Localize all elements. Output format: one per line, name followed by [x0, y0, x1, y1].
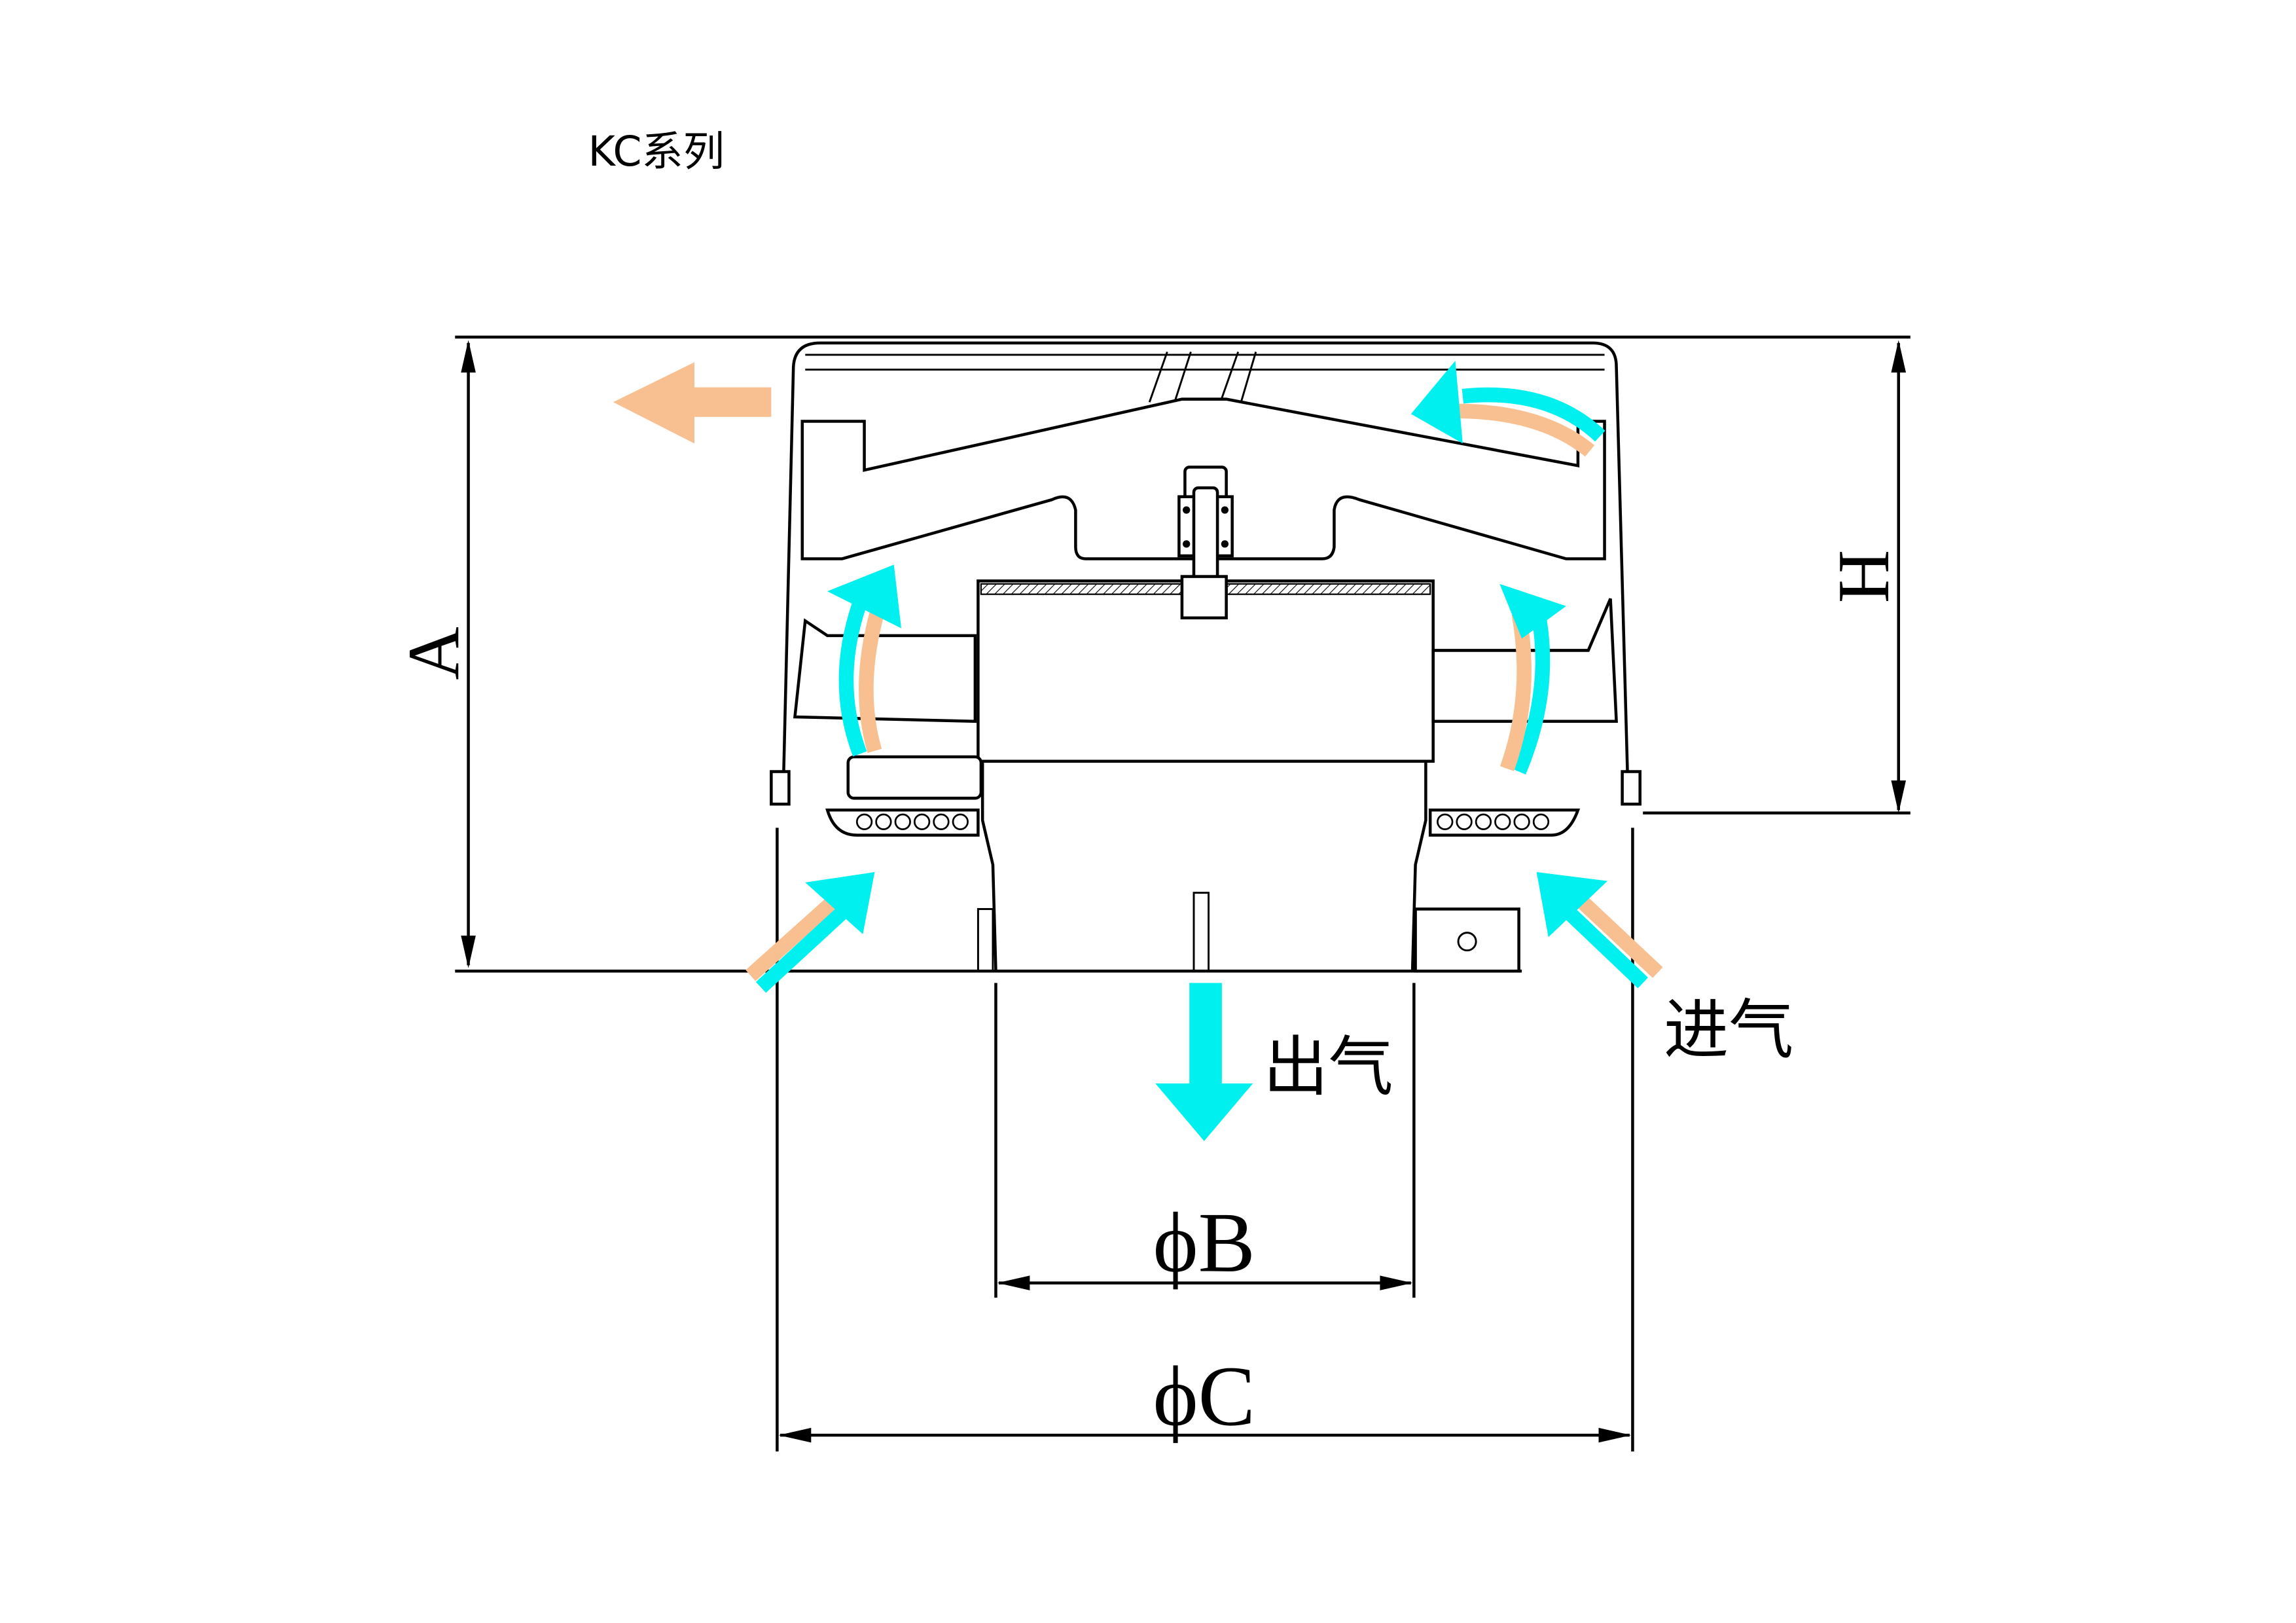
dimension-a-label: A — [393, 627, 475, 680]
dimension-a: A — [393, 340, 476, 968]
curved-arrow-right-rising — [1499, 583, 1566, 775]
inlet-label: 进气 — [1664, 993, 1794, 1068]
inlet-arrow-left — [745, 872, 875, 993]
airflow-arrows — [613, 360, 1663, 1141]
dimension-b: ϕB — [994, 983, 1416, 1298]
central-tube — [977, 575, 1520, 973]
dimension-c: ϕC — [776, 828, 1634, 1451]
outlet-arrow-down — [1155, 983, 1253, 1141]
vent-housing — [781, 341, 1630, 799]
dimension-b-label: ϕB — [1153, 1195, 1255, 1290]
exhaust-arrow-left — [613, 362, 772, 444]
inlet-arrow-right — [1536, 872, 1663, 989]
side-vanes — [770, 598, 1641, 837]
dimension-c-label: ϕC — [1153, 1349, 1255, 1444]
curved-arrow-left-rising — [827, 564, 902, 757]
dimension-h-label: H — [1823, 550, 1905, 604]
dimension-h: H — [1823, 340, 1907, 813]
outlet-label: 出气 — [1263, 1030, 1393, 1105]
curved-arrow-top-right — [1410, 360, 1605, 457]
series-title: KC系列 — [588, 127, 724, 175]
